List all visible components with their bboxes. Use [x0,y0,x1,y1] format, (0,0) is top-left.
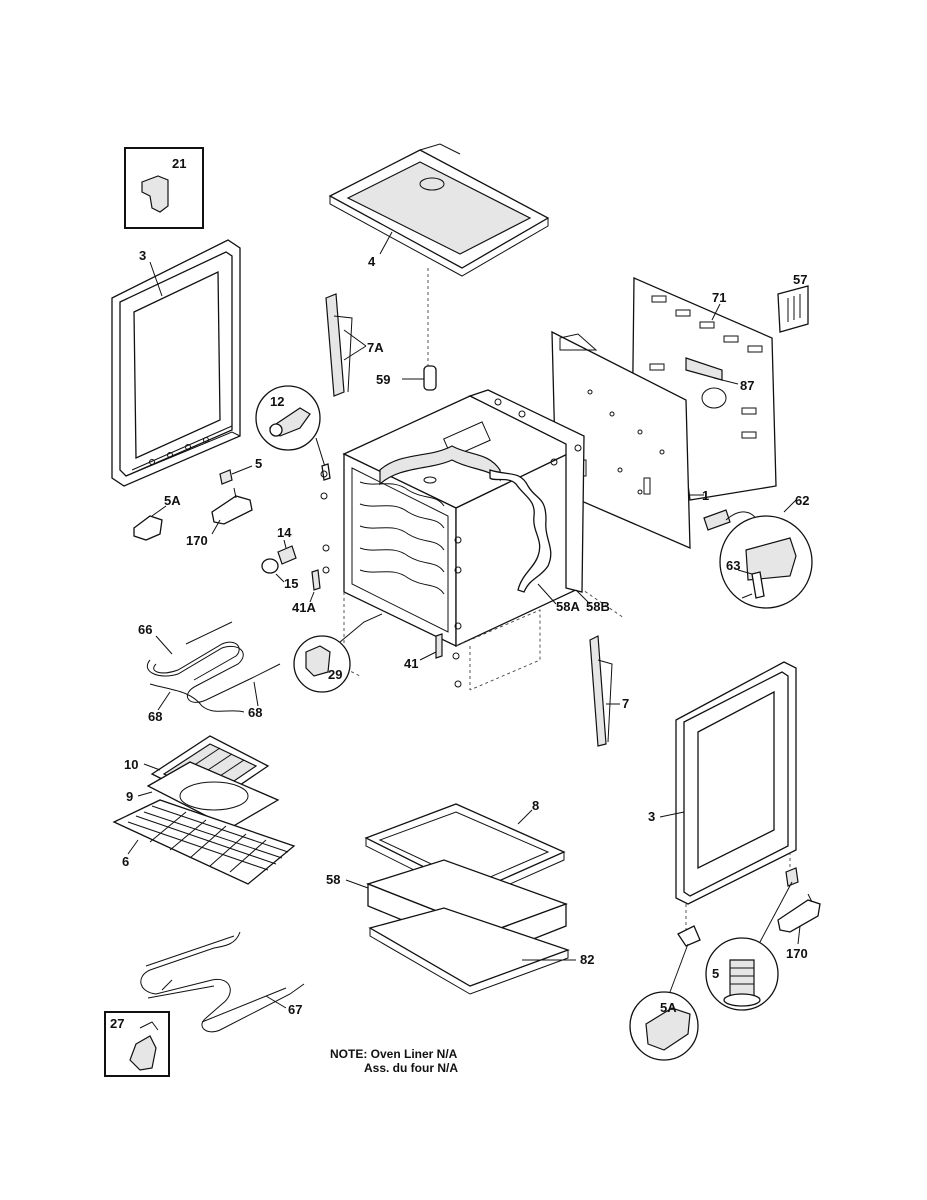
label-71: 71 [712,290,726,305]
right-hinge-parts: 170 [677,867,821,961]
oven-rack-6: 6 [112,799,296,885]
broiler-pan-9: 9 [126,761,280,829]
drawer-panel-82: 82 [368,907,594,995]
light-cover-14-15: 14 15 [261,525,298,591]
label-58a: 58A [556,599,580,614]
side-trim-7: 7 [589,635,629,747]
vent-cover-57: 57 [777,272,809,333]
left-oven-door: 3 [111,239,241,487]
label-9: 9 [126,789,133,804]
label-12: 12 [270,394,284,409]
label-62: 62 [795,493,809,508]
label-1: 1 [702,488,709,503]
label-41a: 41A [292,600,316,615]
pad-59: 59 [376,365,437,391]
label-59: 59 [376,372,390,387]
oven-light-12: 12 [255,385,331,481]
label-63: 63 [726,558,740,573]
bake-element-66: 66 [138,621,281,703]
terminal-block-62: 62 63 [703,493,813,609]
label-5-left: 5 [255,456,262,471]
label-57: 57 [793,272,807,287]
label-27: 27 [110,1016,124,1031]
part-21-callout-box: 21 [124,147,204,229]
label-41: 41 [404,656,418,671]
side-trim-7a: 7A [325,293,384,397]
left-hinge-parts: 5 5A 170 [133,456,262,548]
label-7: 7 [622,696,629,711]
clip-41: 41 [404,633,443,671]
label-68-left: 68 [148,709,162,724]
label-15: 15 [284,576,298,591]
label-5a-right: 5A [660,1000,677,1015]
insulation-58b: 58B [468,389,610,614]
note-oven-liner-french: Ass. du four N/A [364,1061,458,1075]
label-66: 66 [138,622,152,637]
label-6: 6 [122,854,129,869]
note-oven-liner: NOTE: Oven Liner N/A [330,1047,458,1061]
clip-41a: 41A [292,569,321,615]
bracket-5a-callout: 5A [629,943,699,1061]
wire-68: 68 68 [148,681,262,724]
label-68-right: 68 [248,705,262,720]
part-27-callout-box: 27 [104,1011,170,1077]
label-4: 4 [368,254,376,269]
part-29-callout: 29 [293,613,383,693]
label-3-left: 3 [139,248,146,263]
leveler-5-callout: 5 [705,881,793,1011]
label-10: 10 [124,757,138,772]
label-170-right: 170 [786,946,808,961]
label-82: 82 [580,952,594,967]
right-oven-door: 3 [648,661,797,930]
label-3-right: 3 [648,809,655,824]
label-58b: 58B [586,599,610,614]
cooktop-top-panel: 4 [328,143,550,370]
label-5-right: 5 [712,966,719,981]
label-170-left: 170 [186,533,208,548]
label-87: 87 [740,378,754,393]
label-21: 21 [172,156,186,171]
label-5a-left: 5A [164,493,181,508]
label-67: 67 [288,1002,302,1017]
label-14: 14 [277,525,292,540]
broil-element-67: 67 [140,931,305,1033]
label-29: 29 [328,667,342,682]
label-8: 8 [532,798,539,813]
back-panel-1: 1 [551,330,709,550]
label-7a: 7A [367,340,384,355]
insulation-58a: 58A [489,469,580,614]
label-58: 58 [326,872,340,887]
